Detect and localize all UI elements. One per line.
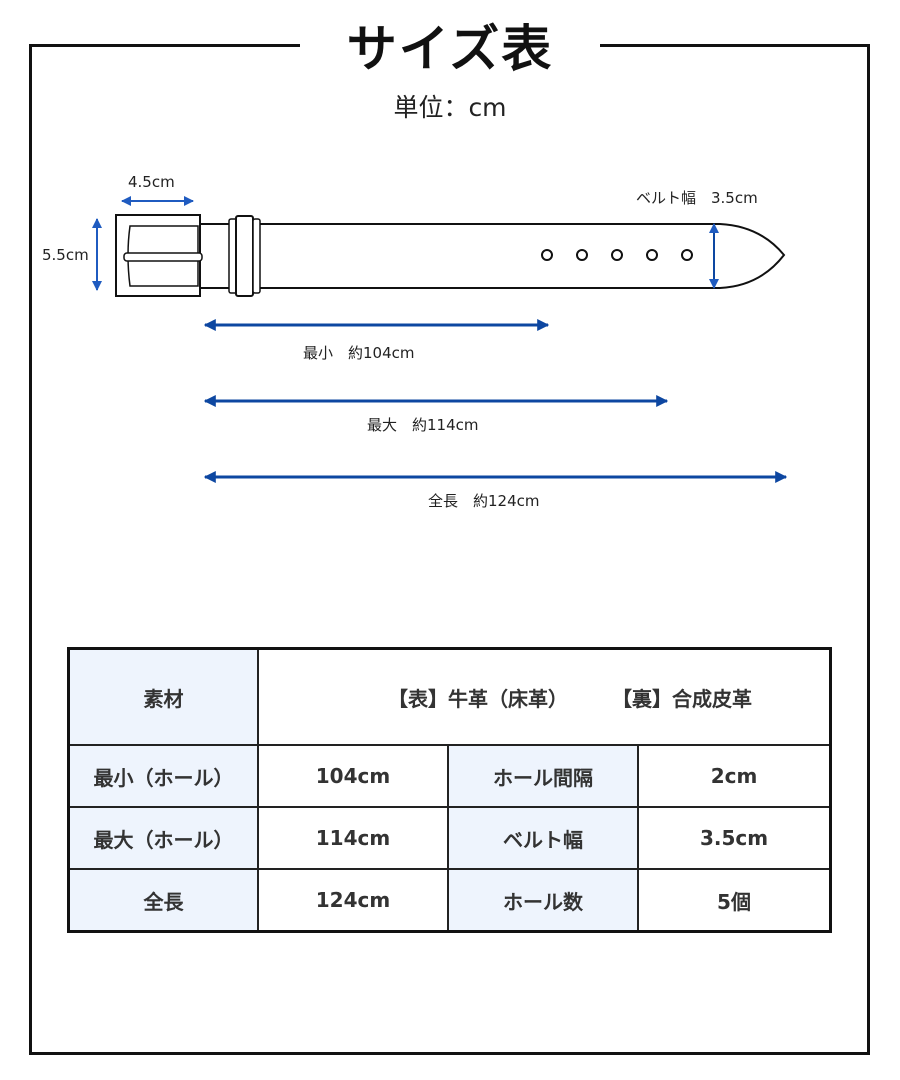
row-label: ベルト幅: [447, 806, 639, 870]
row-value: 2cm: [637, 744, 832, 808]
total-length-label: 全長 約124cm: [428, 492, 540, 510]
belt-hole: [541, 249, 553, 261]
belt-hole: [576, 249, 588, 261]
row-label: 最小（ホール）: [67, 744, 259, 808]
buckle-width-label: 4.5cm: [128, 173, 175, 191]
row-label: 全長: [67, 868, 259, 933]
spec-table: 素材 【表】牛革（床革） 【裏】合成皮革 最小（ホール） 104cm ホール間隔 …: [67, 647, 832, 933]
table-row: 最大（ホール） 114cm ベルト幅 3.5cm: [67, 806, 832, 870]
material-header: 素材: [67, 647, 259, 746]
row-value: 3.5cm: [637, 806, 832, 870]
max-length-label: 最大 約114cm: [367, 416, 479, 434]
belt-hole: [611, 249, 623, 261]
row-label: 最大（ホール）: [67, 806, 259, 870]
material-value: 【表】牛革（床革） 【裏】合成皮革: [257, 647, 832, 746]
buckle: [115, 214, 203, 297]
belt-width-label: ベルト幅 3.5cm: [636, 189, 758, 207]
row-label: ホール数: [447, 868, 639, 933]
row-value: 114cm: [257, 806, 449, 870]
title-block: サイズ表: [300, 14, 600, 84]
row-value: 5個: [637, 868, 832, 933]
buckle-height-label: 5.5cm: [42, 246, 89, 264]
table-row: 全長 124cm ホール数 5個: [67, 868, 832, 933]
row-value: 104cm: [257, 744, 449, 808]
table-row: 最小（ホール） 104cm ホール間隔 2cm: [67, 744, 832, 808]
page-title: サイズ表: [346, 19, 554, 78]
belt-hole: [681, 249, 693, 261]
table-row: 素材 【表】牛革（床革） 【裏】合成皮革: [67, 647, 832, 746]
belt-diagram: [92, 196, 788, 483]
min-length-label: 最小 約104cm: [303, 344, 415, 362]
belt-hole: [646, 249, 658, 261]
belt-keeper: [228, 215, 261, 297]
material-front: 【表】牛革（床革）: [388, 686, 568, 711]
row-label: ホール間隔: [447, 744, 639, 808]
unit-label: 単位：cm: [393, 93, 507, 122]
belt-holes: [541, 249, 693, 261]
material-back: 【裏】合成皮革: [612, 686, 752, 711]
row-value: 124cm: [257, 868, 449, 933]
belt-strap: [198, 223, 786, 289]
